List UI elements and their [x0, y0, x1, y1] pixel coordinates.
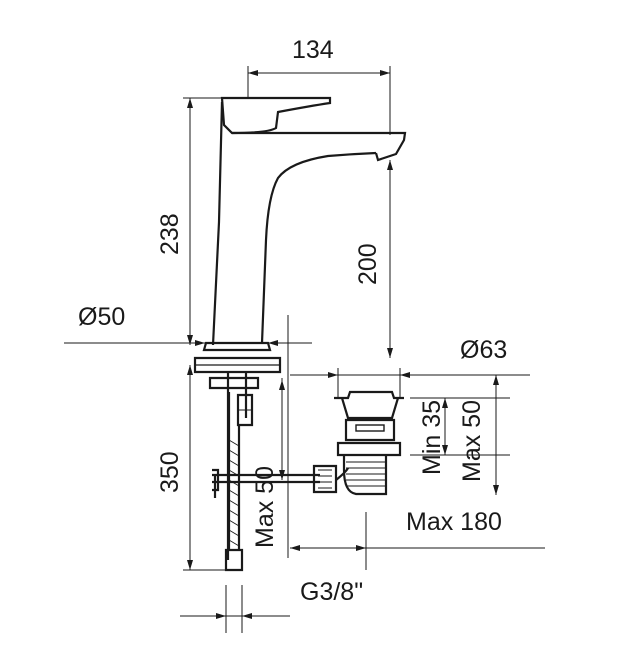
mounting-fittings [193, 356, 338, 572]
dim-base-diameter: Ø50 [78, 303, 125, 331]
dim-thread: G3/8" [300, 578, 363, 606]
dim-waste-diameter: Ø63 [460, 336, 507, 364]
dim-spout-reach: 134 [292, 36, 334, 64]
dim-max-thickness: Max 50 [458, 400, 486, 482]
popup-waste [334, 390, 404, 496]
dim-spout-height: 200 [354, 243, 382, 285]
dimension-lines [64, 66, 545, 633]
dim-total-height: 238 [156, 213, 184, 255]
dim-below-counter: 350 [156, 451, 184, 493]
dim-max-lever: Max 180 [406, 508, 502, 536]
dim-min-thickness: Min 35 [418, 400, 446, 475]
dim-max-rod: Max 50 [251, 466, 279, 548]
faucet-body [202, 96, 407, 352]
